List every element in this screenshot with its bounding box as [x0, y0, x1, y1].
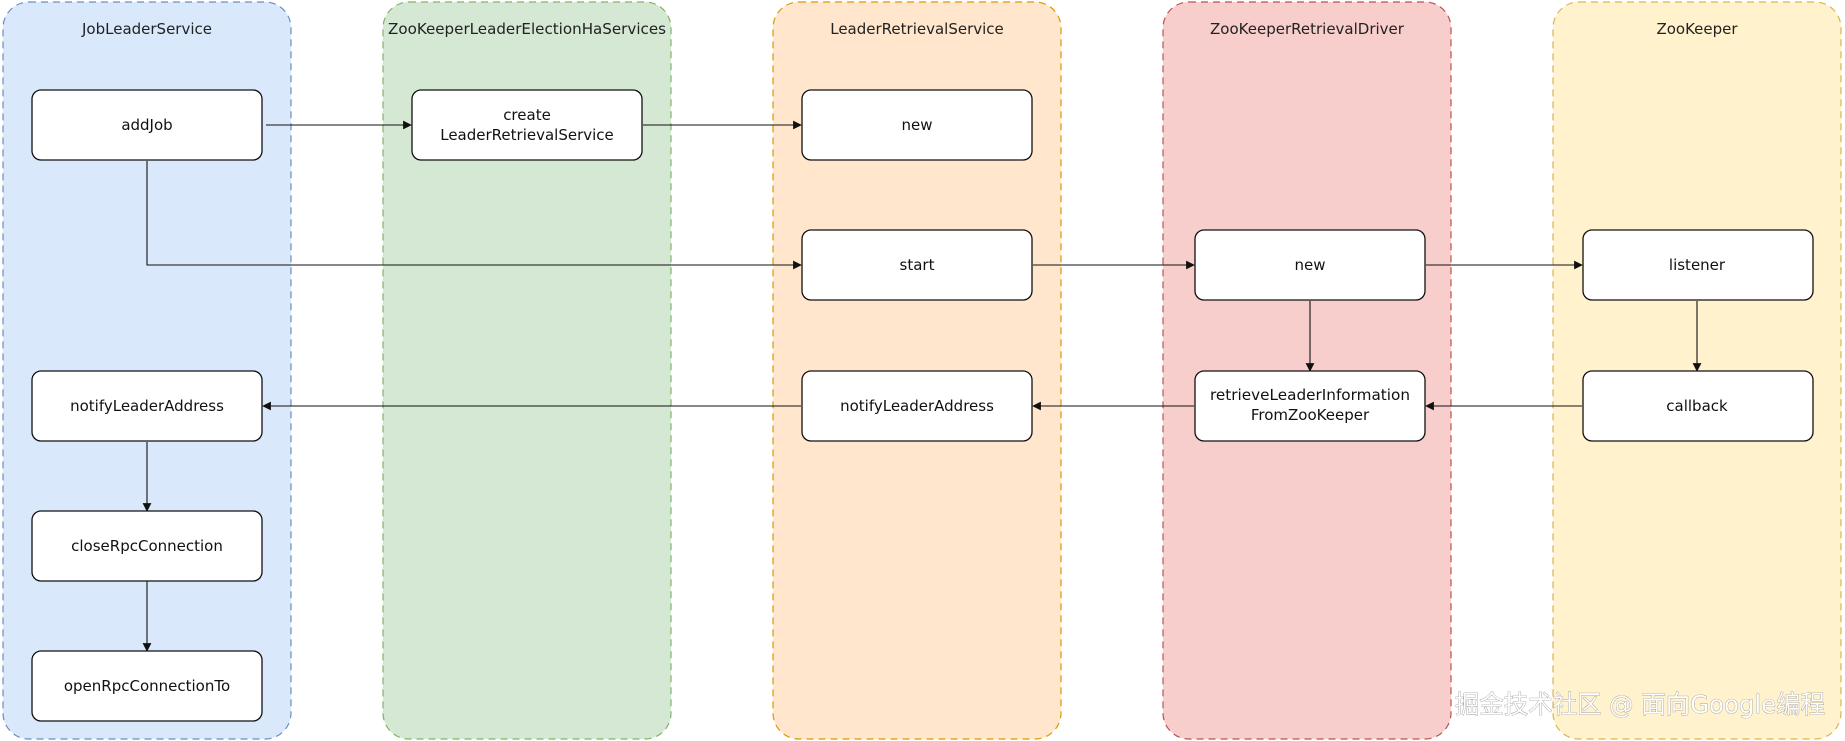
node-box	[31, 510, 263, 582]
node-box	[31, 370, 263, 442]
node-label: openRpcConnectionTo	[64, 677, 230, 695]
nodes: addJob create LeaderRetrievalService new…	[31, 89, 1814, 722]
node-lrs-new[interactable]: new	[801, 89, 1033, 161]
lane-title: ZooKeeperRetrievalDriver	[1210, 20, 1405, 38]
node-label: notifyLeaderAddress	[70, 397, 224, 415]
lane-zookeeperleaderelectionhaservices: ZooKeeperLeaderElectionHaServices	[382, 1, 672, 740]
node-label-line-1: retrieveLeaderInformation	[1210, 386, 1410, 404]
node-label: start	[900, 256, 935, 274]
node-label-line-2: LeaderRetrievalService	[440, 126, 614, 144]
node-box	[1582, 370, 1814, 442]
node-close-rpc-connection[interactable]: closeRpcConnection	[31, 510, 263, 582]
node-driver-new[interactable]: new	[1194, 229, 1426, 301]
node-label: notifyLeaderAddress	[840, 397, 994, 415]
node-jls-notify-leader-address[interactable]: notifyLeaderAddress	[31, 370, 263, 442]
node-callback[interactable]: callback	[1582, 370, 1814, 442]
node-box	[1582, 229, 1814, 301]
node-label: new	[901, 116, 932, 134]
node-label: new	[1294, 256, 1325, 274]
edges	[142, 120, 1702, 652]
node-box	[411, 89, 643, 161]
node-label: listener	[1669, 256, 1726, 274]
node-label: callback	[1666, 397, 1728, 415]
lane-title: LeaderRetrievalService	[830, 20, 1004, 38]
node-label: addJob	[121, 116, 172, 134]
node-open-rpc-connection-to[interactable]: openRpcConnectionTo	[31, 650, 263, 722]
node-addjob[interactable]: addJob	[31, 89, 263, 161]
node-label: closeRpcConnection	[71, 537, 223, 555]
node-retrieve-leader-information[interactable]: retrieveLeaderInformation FromZooKeeper	[1194, 370, 1426, 442]
node-box	[801, 370, 1033, 442]
lane-title: JobLeaderService	[81, 20, 212, 38]
lane-title: ZooKeeper	[1656, 20, 1738, 38]
lane-title: ZooKeeperLeaderElectionHaServices	[388, 20, 666, 38]
node-box	[1194, 370, 1426, 442]
node-listener[interactable]: listener	[1582, 229, 1814, 301]
watermark-text: 掘金技术社区 @ 面向Google编程	[1455, 690, 1825, 719]
node-box	[31, 89, 263, 161]
edge-addjob-to-start	[146, 161, 802, 270]
lane-background	[382, 1, 672, 740]
node-box	[31, 650, 263, 722]
node-box	[801, 229, 1033, 301]
node-label-line-1: create	[503, 106, 551, 124]
node-box	[1194, 229, 1426, 301]
node-box	[801, 89, 1033, 161]
node-create-leaderretrievalservice[interactable]: create LeaderRetrievalService	[411, 89, 643, 161]
node-start[interactable]: start	[801, 229, 1033, 301]
node-label-line-2: FromZooKeeper	[1251, 406, 1370, 424]
node-lrs-notify-leader-address[interactable]: notifyLeaderAddress	[801, 370, 1033, 442]
